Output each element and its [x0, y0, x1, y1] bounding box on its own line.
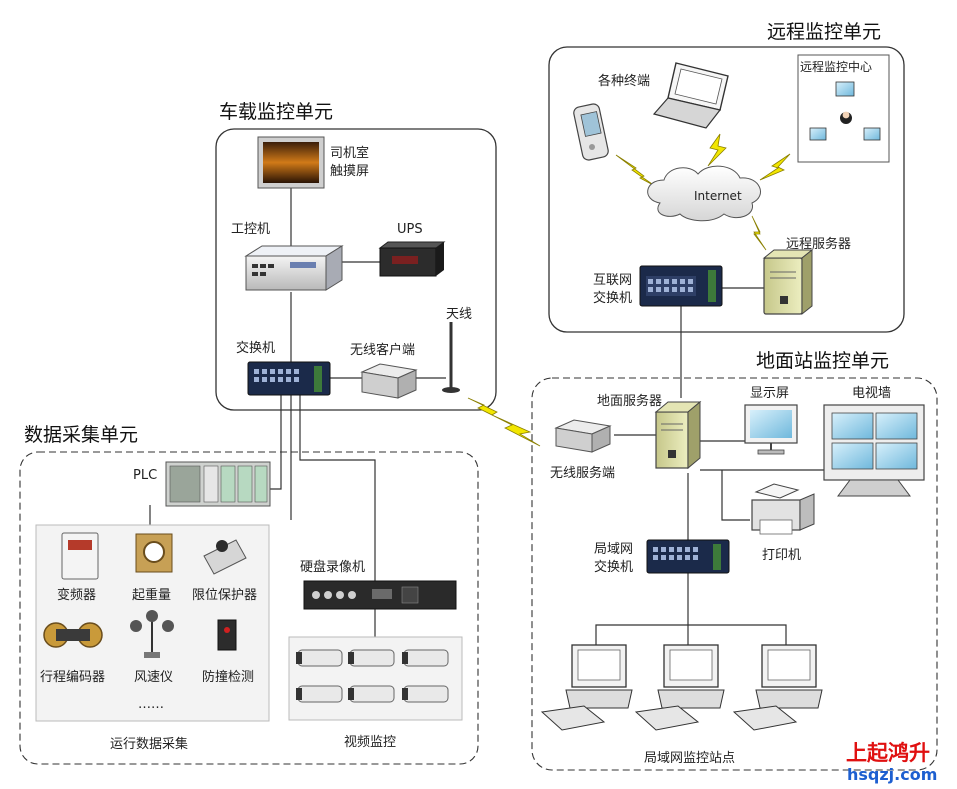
terminals-label: 各种终端	[598, 73, 650, 89]
lightning-icon	[615, 154, 656, 187]
monitor-center-label: 远程监控中心	[800, 59, 872, 74]
limit-switch-icon	[203, 539, 247, 575]
tv-wall-label: 电视墙	[852, 386, 891, 401]
display-label: 显示屏	[750, 386, 789, 401]
ups-label: UPS	[397, 222, 423, 237]
touch-screen-icon	[257, 136, 325, 189]
sensor-label-encoder: 行程编码器	[40, 670, 105, 685]
ground-unit-box	[531, 377, 938, 771]
encoder-icon	[43, 622, 103, 648]
load-sensor-icon	[135, 533, 173, 573]
sensor-label-collision: 防撞检测	[202, 669, 254, 685]
ground-unit-title: 地面站监控单元	[756, 350, 889, 372]
wireless-links	[467, 133, 791, 447]
display-icon	[744, 404, 798, 455]
anemometer-icon	[130, 610, 174, 658]
wireless-server-icon	[554, 419, 612, 453]
internet-label: Internet	[694, 189, 742, 203]
internet-switch-label-2: 交换机	[593, 290, 632, 306]
touch-screen-label-1: 司机室	[330, 145, 369, 161]
wireless-client-icon	[360, 363, 418, 399]
remote-server-icon	[762, 248, 814, 316]
internet-switch-label-1: 互联网	[593, 273, 632, 288]
connection-lines	[149, 188, 824, 645]
camera-icon	[296, 685, 343, 703]
camera-icon	[348, 685, 395, 703]
sensor-label-limit: 限位保护器	[192, 588, 257, 603]
ups-icon	[378, 241, 446, 277]
printer-icon	[751, 483, 815, 535]
lan-station-2	[634, 644, 725, 731]
lan-stations-label: 局域网监控站点	[644, 751, 735, 766]
remote-unit-box	[548, 46, 905, 333]
printer-label: 打印机	[762, 548, 801, 563]
watermark-url: hsqzj.com	[847, 765, 937, 784]
internet-cloud-icon	[647, 165, 761, 222]
camera-icon	[348, 649, 395, 667]
laptop-icon	[652, 62, 729, 129]
lightning-icon	[751, 215, 767, 251]
dvr-icon	[303, 580, 457, 610]
lan-switch-label-1: 局域网	[594, 542, 633, 557]
remote-unit-title: 远程监控单元	[767, 21, 881, 43]
vehicle-unit-title: 车载监控单元	[219, 101, 333, 123]
dvr-label: 硬盘录像机	[300, 559, 365, 575]
plc-icon	[165, 461, 271, 507]
lightning-icon	[759, 153, 791, 181]
lightning-icon	[707, 133, 727, 167]
camera-group	[296, 649, 449, 703]
camera-icon	[296, 649, 343, 667]
wireless-server-label: 无线服务端	[550, 465, 615, 481]
vehicle-switch-label: 交换机	[236, 340, 275, 356]
remote-server-label: 远程服务器	[786, 236, 851, 252]
video-panel	[288, 636, 463, 721]
plc-label: PLC	[133, 468, 157, 483]
wireless-client-label: 无线客户端	[350, 342, 415, 358]
sensor-label-inverter: 变频器	[57, 587, 96, 603]
sensor-label-anemometer: 风速仪	[134, 670, 173, 685]
sensor-label-load: 起重量	[132, 587, 171, 603]
video-caption: 视频监控	[344, 735, 396, 750]
internet-switch-icon	[639, 265, 723, 307]
data-unit-title: 数据采集单元	[24, 424, 138, 446]
tv-wall-icon	[823, 404, 925, 497]
inverter-icon	[61, 532, 99, 580]
lan-switch-icon	[646, 539, 730, 574]
watermark-brand: 上起鸿升	[846, 741, 930, 765]
vehicle-unit-box	[215, 128, 497, 411]
running-data-caption: 运行数据采集	[110, 736, 188, 752]
touch-screen-label-2: 触摸屏	[330, 164, 369, 179]
lan-switch-label-2: 交换机	[594, 559, 633, 575]
vehicle-switch-icon	[247, 361, 331, 396]
lan-station-3	[732, 644, 823, 731]
industrial-pc-icon	[244, 245, 344, 291]
lightning-icon	[467, 397, 541, 447]
antenna-label: 天线	[446, 307, 472, 322]
handheld-terminal-icon	[573, 103, 609, 161]
ground-server-label: 地面服务器	[597, 393, 662, 409]
collision-sensor-icon	[217, 619, 237, 651]
lan-station-1	[540, 644, 633, 731]
sensor-ellipsis: ……	[138, 697, 164, 712]
remote-monitor-center	[797, 54, 890, 163]
camera-icon	[402, 649, 449, 667]
industrial-pc-label: 工控机	[231, 222, 270, 237]
ground-server-icon	[654, 400, 702, 470]
data-unit-box	[19, 451, 479, 765]
antenna-icon	[442, 322, 460, 393]
camera-icon	[402, 685, 449, 703]
